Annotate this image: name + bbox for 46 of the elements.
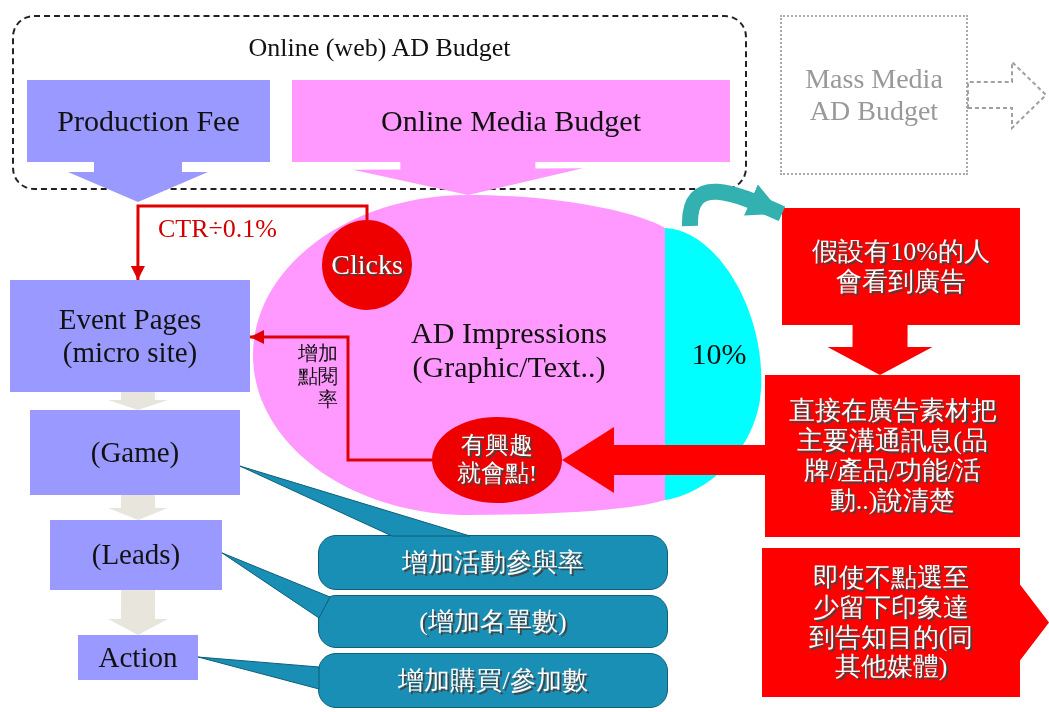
group-title: Online (web) AD Budget	[248, 33, 511, 63]
note-text: 直接在廣告素材把主要溝通訊息(品牌/產品/功能/活動..)說清楚	[787, 396, 998, 516]
arrow	[250, 330, 432, 462]
callout-text: 增加購買/參加數	[398, 665, 588, 696]
callout-tail	[221, 552, 331, 619]
ellipse-label: AD Impressions (Graphic/Text..)	[410, 315, 608, 385]
block-arrow	[108, 590, 168, 635]
process-box	[50, 520, 222, 590]
callout-tail	[197, 656, 320, 690]
note-text: 假設有10%的人會看到廣告	[811, 236, 991, 297]
block-arrow	[562, 427, 765, 493]
edge-label: 增加點閱率	[297, 342, 338, 411]
circle-label: Clicks	[331, 248, 403, 282]
box-label: (Game)	[90, 435, 180, 470]
box-label: Mass Media AD Budget	[804, 62, 944, 128]
curved-arrow	[682, 183, 786, 227]
box-label: Action	[98, 640, 178, 675]
box-label: (Leads)	[91, 538, 181, 572]
arrow	[130, 204, 369, 280]
callout-bubble	[318, 595, 668, 648]
callout-text: (增加名單數)	[419, 606, 567, 637]
process-box	[292, 80, 730, 162]
callout-text: 增加活動參與率	[402, 547, 584, 578]
block-arrow	[107, 392, 168, 410]
box-label: Production Fee	[57, 103, 240, 139]
block-arrow	[68, 160, 208, 202]
note-text: 即使不點選至少留下印象達到告知目的(同其他媒體)	[807, 562, 975, 683]
dashed-group-box	[12, 15, 747, 190]
block-arrow	[1020, 584, 1049, 661]
process-box	[10, 280, 250, 392]
callout-tail	[239, 465, 471, 537]
process-box	[30, 410, 240, 495]
note-box	[782, 208, 1020, 325]
percentage-label: 10%	[691, 336, 747, 372]
edge-label: CTR÷0.1%	[158, 214, 278, 244]
dotted-box	[780, 15, 968, 175]
box-label: Event Pages (micro site)	[57, 302, 203, 370]
block-arrow	[108, 494, 168, 520]
block-arrow	[967, 59, 1048, 131]
ellipse-label: 有興趣就會點!	[456, 432, 538, 488]
note-box	[765, 375, 1020, 537]
process-box	[78, 635, 198, 680]
box-label: Online Media Budget	[381, 103, 641, 139]
block-arrow	[827, 325, 933, 375]
process-box	[27, 80, 270, 162]
note-box	[762, 548, 1020, 697]
